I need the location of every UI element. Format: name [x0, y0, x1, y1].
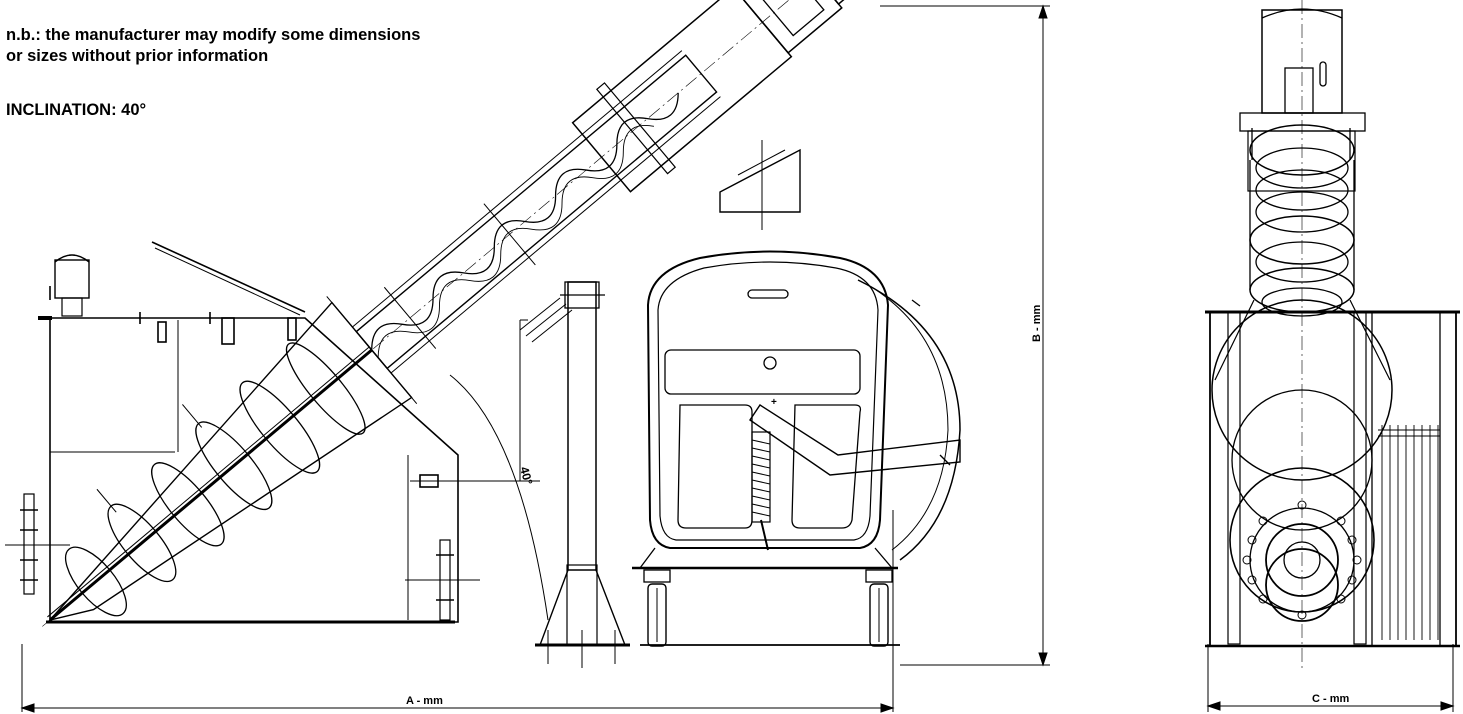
angle-label: 40° [517, 465, 535, 486]
tipping-bin: + [632, 250, 961, 647]
note-line-1: n.b.: the manufacturer may modify some d… [6, 26, 421, 44]
screw-conveyor [42, 0, 913, 627]
dimension-a-label: A - mm [406, 695, 443, 707]
angle-construction [449, 319, 549, 621]
manufacturer-note: n.b.: the manufacturer may modify some d… [6, 25, 420, 67]
flange-bolt-holes [1242, 500, 1362, 620]
discharge-chute [719, 140, 801, 230]
side-view: + [5, 0, 961, 668]
inclination-label: INCLINATION: 40° [6, 101, 147, 119]
dimension-c-label: C - mm [1312, 693, 1350, 705]
svg-text:+: + [771, 397, 777, 408]
dimension-lines [20, 4, 1455, 713]
hopper-tank [5, 241, 540, 624]
support-column [519, 281, 630, 668]
note-line-2: or sizes without prior information [6, 47, 269, 65]
dimension-b-label: B - mm [1031, 305, 1043, 343]
front-view [1205, 0, 1460, 670]
